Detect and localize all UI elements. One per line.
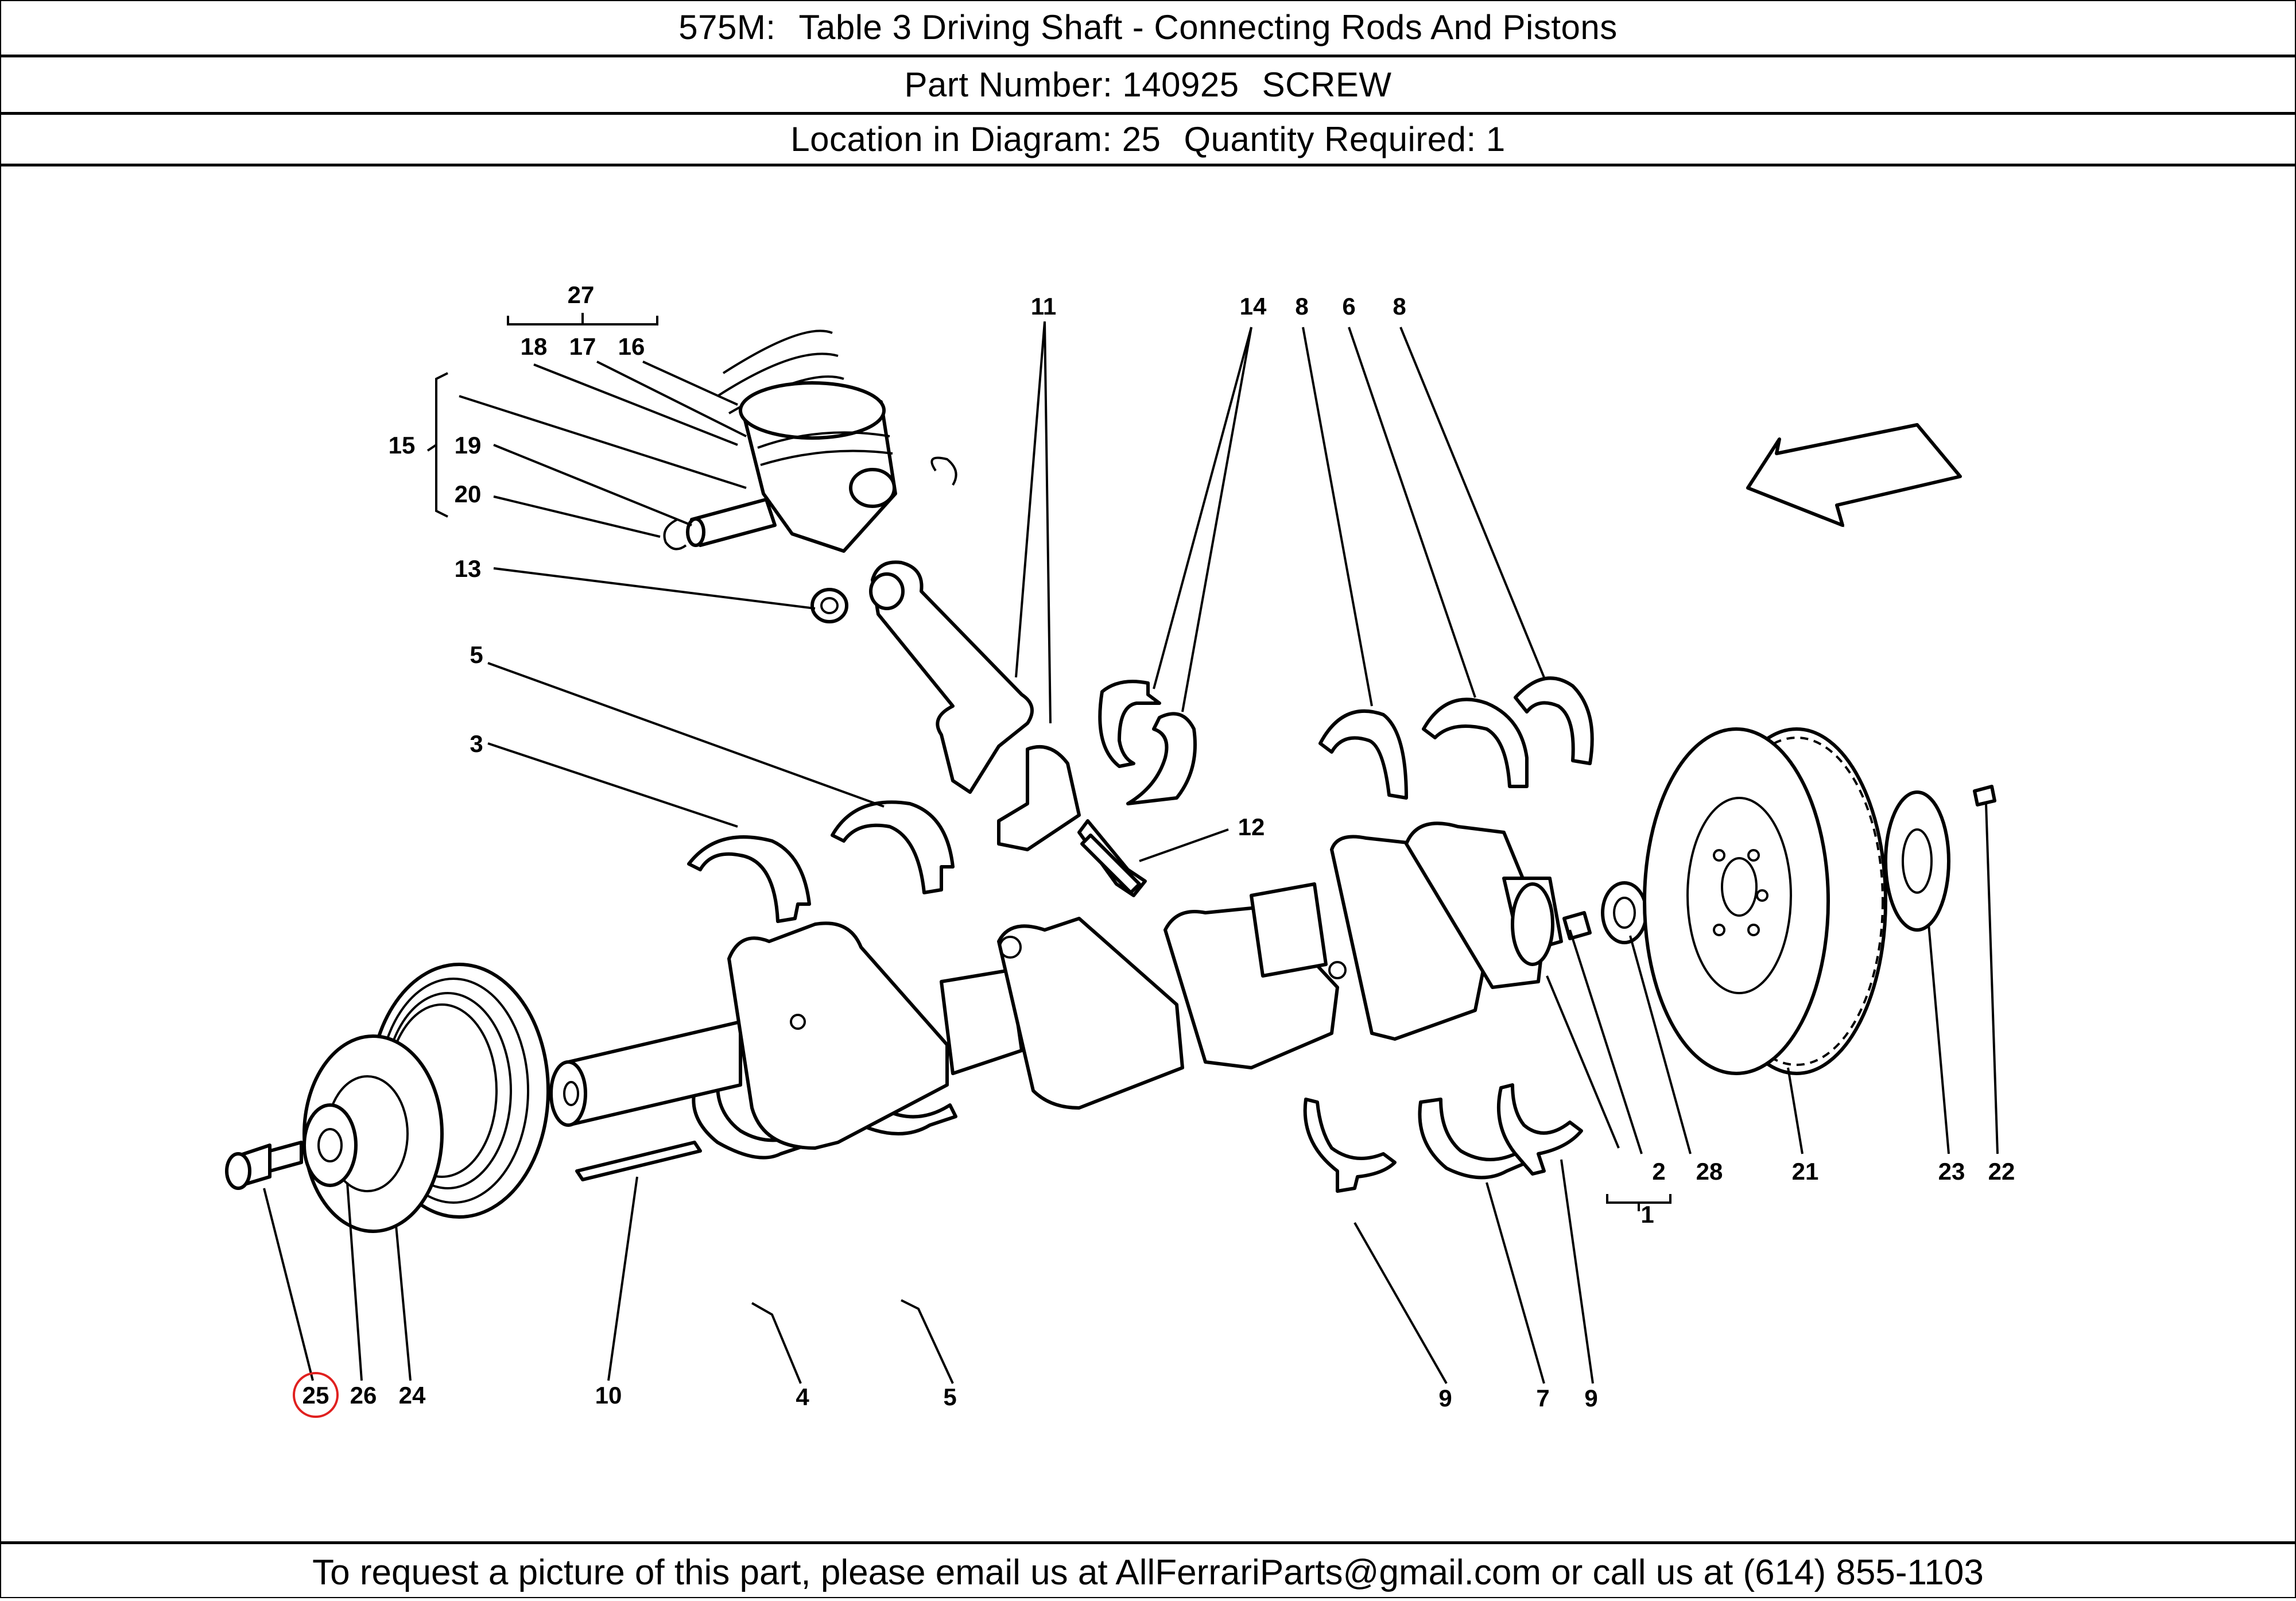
thrust-washer-9-left	[1303, 1098, 1397, 1193]
callout-26: 26	[350, 1382, 377, 1409]
location-in-diagram: Location in Diagram: 25	[790, 120, 1161, 158]
quantity-required: Quantity Required: 1	[1184, 120, 1506, 158]
callout-19: 19	[455, 432, 482, 459]
contact-footer: To request a picture of this part, pleas…	[0, 1541, 2296, 1601]
callout-24: 24	[399, 1382, 426, 1409]
flywheel-screw	[1973, 785, 1996, 807]
callout-21: 21	[1792, 1158, 1819, 1185]
callout-13: 13	[455, 555, 482, 582]
direction-arrow	[1746, 423, 1962, 528]
callout-15: 15	[389, 432, 416, 459]
pilot-bearing	[1601, 881, 1648, 944]
part-number: Part Number: 140925	[904, 65, 1239, 104]
location-bar: Location in Diagram: 25 Quantity Require…	[0, 115, 2296, 166]
callout-8-left: 8	[1295, 293, 1308, 320]
callout-8-right: 8	[1393, 293, 1406, 320]
callout-17: 17	[569, 333, 596, 360]
crankshaft-flange-screw	[1562, 911, 1592, 940]
footer-text: To request a picture of this part, pleas…	[312, 1553, 1984, 1592]
callout-18: 18	[521, 333, 548, 360]
small-end-bushing	[810, 588, 848, 623]
piston-pin	[686, 498, 777, 547]
callout-10: 10	[595, 1382, 622, 1409]
callout-23: 23	[1938, 1158, 1965, 1185]
exploded-parts-diagram: 27 18 17 16 15 19 20 13 5 3 11 14 8 6 8 …	[225, 281, 2015, 1418]
piston	[716, 329, 957, 553]
flywheel-plate	[1884, 790, 1950, 932]
conrod-bolt	[1080, 834, 1141, 894]
pulley-screw	[225, 1141, 303, 1190]
model-label: 575M:	[678, 8, 776, 46]
crankshaft	[549, 821, 1563, 1150]
title-bar: 575M: Table 3 Driving Shaft - Connecting…	[0, 0, 2296, 57]
washer	[302, 1103, 358, 1187]
callout-20: 20	[455, 480, 482, 507]
damper-pulley	[302, 963, 550, 1233]
callout-16: 16	[618, 333, 645, 360]
bearing-shell-5-upper	[831, 800, 955, 894]
callout-3: 3	[470, 730, 483, 757]
bearing-shell-8-left	[1318, 709, 1408, 800]
bearing-shell-8-right	[1514, 676, 1594, 765]
callout-2: 2	[1652, 1158, 1665, 1185]
callout-7: 7	[1536, 1385, 1549, 1412]
callout-27: 27	[568, 281, 595, 308]
bearing-shell-3	[687, 835, 811, 923]
callout-14: 14	[1240, 293, 1267, 320]
callout-9-left: 9	[1438, 1385, 1452, 1412]
bearing-shell-6	[1422, 697, 1529, 788]
flywheel	[1643, 727, 1887, 1075]
callout-28: 28	[1696, 1158, 1723, 1185]
callout-1: 1	[1640, 1201, 1654, 1228]
callout-9-right: 9	[1584, 1385, 1597, 1412]
part-name: SCREW	[1262, 65, 1392, 104]
callout-4: 4	[796, 1383, 809, 1410]
thrust-washer-9-right	[1496, 1083, 1583, 1176]
bearing-shell-14-upper	[1098, 680, 1161, 768]
callout-5-upper: 5	[470, 641, 483, 668]
callout-25: 25	[302, 1382, 329, 1409]
part-number-bar: Part Number: 140925 SCREW	[0, 57, 2296, 115]
callout-6: 6	[1342, 293, 1355, 320]
leader-lines	[263, 313, 1999, 1384]
callout-11: 11	[1031, 293, 1056, 320]
bearing-shell-14-lower	[1126, 712, 1197, 805]
callout-22: 22	[1988, 1158, 2015, 1185]
circlip	[663, 518, 687, 551]
table-title: Table 3 Driving Shaft - Connecting Rods …	[798, 8, 1618, 46]
highlight-ring	[293, 1372, 339, 1418]
callouts: 27 18 17 16 15 19 20 13 5 3 11 14 8 6 8 …	[302, 281, 2015, 1412]
callout-5-lower: 5	[943, 1383, 956, 1410]
callout-12: 12	[1238, 813, 1265, 840]
woodruff-key	[575, 1141, 702, 1181]
